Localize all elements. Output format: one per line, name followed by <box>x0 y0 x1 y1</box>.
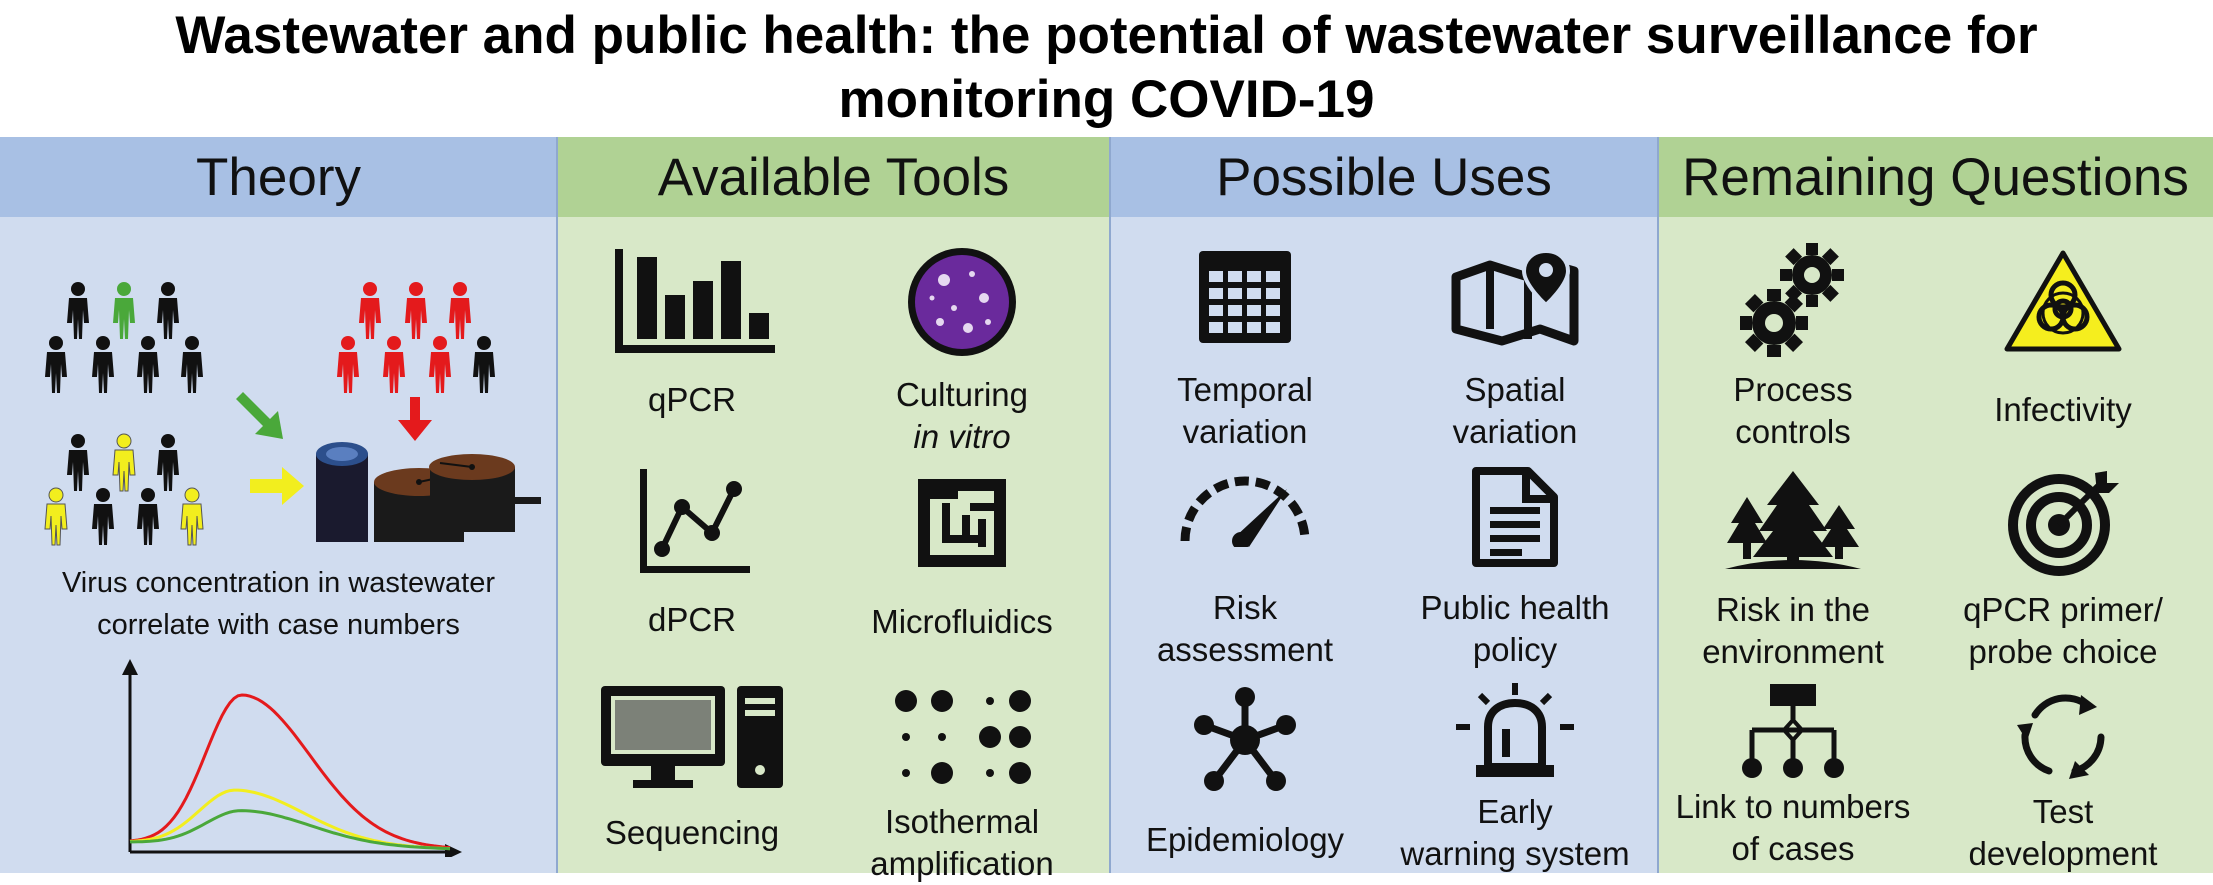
line-chart-icon <box>640 469 750 573</box>
use-epidemiology-label: Epidemiology <box>1145 821 1345 858</box>
question-case-link-label-1: Link to numbers <box>1675 788 1911 825</box>
question-case-link-label-2: of cases <box>1731 830 1855 867</box>
tool-isothermal-label-1: Isothermal <box>884 803 1040 840</box>
hierarchy-icon <box>1742 684 1844 778</box>
use-public-health-policy: Public health policy <box>1380 467 1650 671</box>
tool-sequencing: Sequencing <box>557 682 827 854</box>
calendar-icon <box>1199 251 1291 343</box>
trees-icon <box>1725 471 1861 569</box>
theory-body: Virus concentration in wastewater correl… <box>0 217 557 873</box>
use-early-warning-label-1: Early <box>1477 793 1553 830</box>
use-early-warning: Early warning system <box>1380 681 1650 875</box>
question-primer-label-2: probe choice <box>1968 633 2158 670</box>
use-risk-assessment: Risk assessment <box>1110 467 1380 671</box>
yellow-arrow-icon <box>250 467 304 505</box>
tool-sequencing-label: Sequencing <box>604 814 780 851</box>
people-group-infected <box>337 282 495 393</box>
column-divider-2 <box>1109 137 1111 873</box>
question-primer-label-1: qPCR primer/ <box>1963 591 2163 628</box>
tool-dpcr: dPCR <box>557 467 827 641</box>
question-environment-label-2: environment <box>1702 633 1884 670</box>
y-axis-arrow-icon <box>122 659 138 675</box>
use-spatial-label-1: Spatial <box>1464 371 1566 408</box>
uses-body: Temporal variation Spatial variation Ris… <box>1110 217 1658 873</box>
use-policy-label-2: policy <box>1472 631 1558 668</box>
tools-heading: Available Tools <box>557 137 1110 217</box>
question-test-label-2: development <box>1968 835 2158 872</box>
tool-microfluidics-label: Microfluidics <box>871 603 1053 640</box>
theory-caption-line-1: Virus concentration in wastewater <box>61 567 496 599</box>
concentration-curves-chart <box>122 659 462 857</box>
siren-icon <box>1456 683 1574 777</box>
network-icon <box>1194 687 1296 791</box>
wastewater-tanks-icon <box>316 442 541 542</box>
tool-isothermal-label-2: amplification <box>870 845 1054 882</box>
theory-column: Theory <box>0 137 557 873</box>
tool-qpcr-label: qPCR <box>647 381 737 418</box>
tool-culturing: Culturing in vitro <box>827 242 1097 458</box>
biohazard-icon <box>2004 250 2122 352</box>
theory-heading: Theory <box>0 137 557 217</box>
tool-culturing-label-2: in vitro <box>913 418 1011 455</box>
dots-icon <box>895 690 1031 784</box>
tool-qpcr: qPCR <box>557 247 827 421</box>
use-temporal-label-1: Temporal <box>1177 371 1313 408</box>
red-curve <box>129 693 451 850</box>
question-infectivity-label: Infectivity <box>1994 391 2132 428</box>
gauge-icon <box>1180 476 1310 547</box>
use-spatial-variation: Spatial variation <box>1380 247 1650 453</box>
question-test-label-1: Test <box>2032 793 2094 830</box>
question-environment-risk: Risk in the environment <box>1658 467 1928 673</box>
tool-isothermal: Isothermal amplification <box>827 687 1097 885</box>
use-temporal-variation: Temporal variation <box>1110 247 1380 453</box>
population-illustration <box>44 282 541 546</box>
title-line-2: monitoring COVID-19 <box>838 69 1375 129</box>
tool-microfluidics: Microfluidics <box>827 473 1097 643</box>
question-environment-label-1: Risk in the <box>1715 591 1871 628</box>
gears-icon <box>1740 243 1844 357</box>
tool-culturing-label-1: Culturing <box>895 376 1029 413</box>
column-divider-3 <box>1657 137 1659 873</box>
people-group-mixed <box>45 282 203 393</box>
uses-heading: Possible Uses <box>1110 137 1658 217</box>
tools-column: Available Tools qPCR <box>557 137 1110 882</box>
maze-chip-icon <box>918 479 1006 567</box>
use-risk-label-1: Risk <box>1212 589 1278 626</box>
questions-heading: Remaining Questions <box>1658 137 2213 217</box>
question-process-controls: Process controls <box>1658 239 1928 453</box>
questions-body: Process controls Infectivity <box>1658 217 2213 873</box>
use-policy-label-1: Public health <box>1420 589 1610 626</box>
theory-caption-line-2: correlate with case numbers <box>97 609 460 641</box>
column-divider-1 <box>556 137 558 873</box>
use-early-warning-label-2: warning system <box>1400 835 1630 872</box>
title-line-1: Wastewater and public health: the potent… <box>175 5 2038 65</box>
use-temporal-label-2: variation <box>1182 413 1308 450</box>
green-curve <box>130 809 451 851</box>
petri-dish-icon <box>908 248 1016 356</box>
green-arrow-icon <box>236 392 283 439</box>
tool-dpcr-label: dPCR <box>647 601 737 638</box>
red-arrow-icon <box>398 397 432 441</box>
people-group-exposed <box>44 433 204 546</box>
cycle-icon <box>2017 694 2105 779</box>
question-case-link: Link to numbers of cases <box>1658 682 1928 870</box>
figure-title: Wastewater and public health: the potent… <box>0 0 2213 135</box>
map-pin-icon <box>1451 248 1579 346</box>
question-process-label-1: Process <box>1733 371 1853 408</box>
use-spatial-label-2: variation <box>1452 413 1578 450</box>
computer-icon <box>601 686 783 788</box>
target-icon <box>2008 471 2119 576</box>
question-process-label-2: controls <box>1735 413 1851 450</box>
questions-column: Remaining Questions <box>1658 137 2213 873</box>
document-icon <box>1472 467 1558 567</box>
question-primer-choice: qPCR primer/ probe choice <box>1928 467 2198 673</box>
tools-body: qPCR Culturing in vitro <box>557 217 1110 882</box>
question-infectivity: Infectivity <box>1928 247 2198 431</box>
uses-column: Possible Uses Temporal variation <box>1110 137 1658 873</box>
bar-chart-icon <box>615 249 775 353</box>
question-test-development: Test development <box>1928 687 2198 875</box>
use-epidemiology: Epidemiology <box>1110 685 1380 861</box>
use-risk-label-2: assessment <box>1156 631 1334 668</box>
